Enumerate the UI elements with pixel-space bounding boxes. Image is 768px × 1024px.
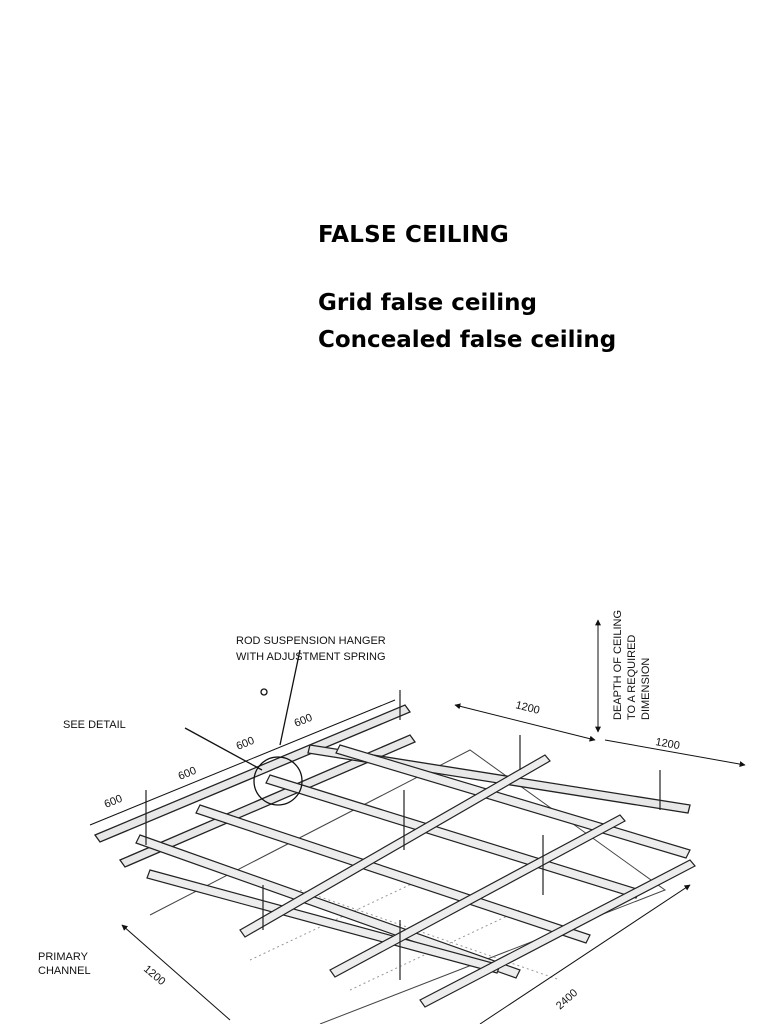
label-depth-line1: DEAPTH OF CEILING — [612, 610, 624, 720]
dim-600-b: 600 — [177, 765, 199, 783]
false-ceiling-diagram: ROD SUSPENSION HANGER WITH ADJUSTMENT SP… — [38, 610, 746, 1024]
label-hanger-line1: ROD SUSPENSION HANGER — [236, 635, 386, 647]
cross-tees — [135, 744, 696, 1008]
label-see-detail: SEE DETAIL — [63, 719, 126, 731]
dim-600-d: 600 — [293, 712, 315, 730]
slide-title: FALSE CEILING — [318, 222, 509, 248]
label-primary-line2: CHANNEL — [38, 965, 91, 977]
dim-1200-right: 1200 — [654, 736, 680, 752]
dim-1200-left: 1200 — [141, 963, 167, 988]
dim-2400-bottom: 2400 — [554, 987, 580, 1012]
slide-item-concealed: Concealed false ceiling — [318, 327, 617, 353]
detail-circle — [184, 649, 303, 806]
dim-600-c: 600 — [235, 735, 257, 753]
dim-1200-top: 1200 — [514, 699, 541, 717]
label-hanger-line2: WITH ADJUSTMENT SPRING — [236, 651, 386, 663]
dim-600-a: 600 — [103, 793, 125, 811]
label-depth-line2: TO A REQUIRED — [626, 635, 638, 720]
slide-text-block: FALSE CEILING Grid false ceiling Conceal… — [318, 222, 616, 359]
label-primary-line1: PRIMARY — [38, 951, 89, 963]
slide-item-grid: Grid false ceiling — [318, 290, 538, 316]
label-depth-line3: DIMENSION — [640, 658, 652, 720]
primary-channels — [93, 704, 691, 868]
dimension-lines — [89, 619, 746, 1024]
